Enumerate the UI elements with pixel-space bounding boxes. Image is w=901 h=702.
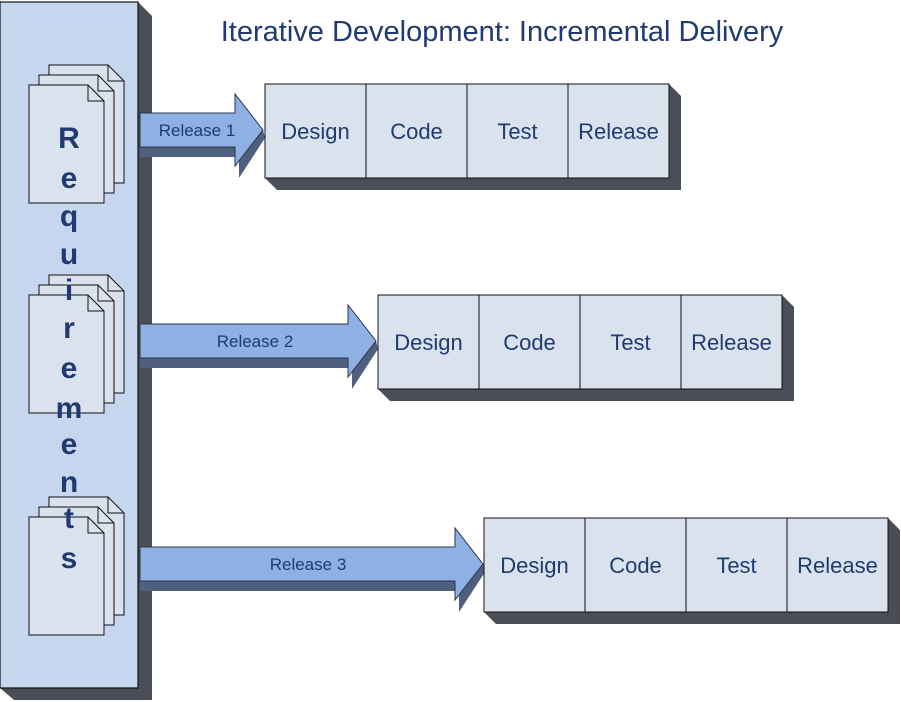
page-fold-icon [87, 85, 104, 102]
page-fold-icon [107, 275, 124, 292]
document-stack-icon [28, 496, 125, 636]
release-arrow-shadow [140, 341, 378, 389]
diagram-title: Iterative Development: Incremental Deliv… [221, 16, 784, 48]
release-row: Release 3 Design Code Test Release [139, 517, 900, 624]
requirements-letter: m [56, 392, 83, 425]
release-row: Release 2 Design Code Test Release [139, 294, 794, 401]
stage-box-release: Release [680, 294, 783, 390]
stage-box-face [685, 517, 788, 613]
requirements-letter: R [58, 122, 80, 155]
release-arrow-shadow [140, 130, 265, 178]
document-page-icon [28, 294, 105, 414]
page-fold-icon [97, 75, 114, 92]
page-fold-icon [97, 507, 114, 524]
document-stacks [28, 64, 125, 636]
requirements-letter: t [64, 502, 74, 535]
stage-label: Code [390, 119, 443, 144]
page-fold-icon [107, 497, 124, 514]
release-arrow-shadow [140, 564, 485, 612]
release-arrow-label: Release 1 [159, 121, 236, 140]
requirements-letter: n [60, 466, 78, 499]
stage-box-test: Test [579, 294, 682, 390]
stage-label: Code [503, 330, 556, 355]
stage-label: Test [610, 330, 650, 355]
stage-box-test: Test [466, 83, 569, 179]
stage-box-face [483, 517, 586, 613]
stage-label: Design [500, 553, 568, 578]
requirements-letter: s [61, 542, 78, 575]
requirements-letter: e [61, 162, 78, 195]
document-page-icon [28, 84, 105, 204]
stage-box-face [579, 294, 682, 390]
stage-box-face [584, 517, 687, 613]
stage-label: Release [578, 119, 659, 144]
stage-label: Release [797, 553, 878, 578]
stage-box-face [377, 294, 480, 390]
release-arrow-icon [139, 92, 264, 168]
stage-box-release: Release [786, 517, 889, 613]
stage-box-design: Design [483, 517, 586, 613]
stage-box-face [264, 83, 367, 179]
requirements-letter: e [61, 352, 78, 385]
requirements-letter: u [60, 238, 78, 271]
stage-box-test: Test [685, 517, 788, 613]
document-stack-icon [28, 274, 125, 414]
stage-box-code: Code [365, 83, 468, 179]
requirements-letter: i [65, 274, 73, 307]
release-arrow-icon [139, 526, 484, 602]
release-arrow-icon [139, 303, 377, 379]
stage-label: Code [609, 553, 662, 578]
stage-box-design: Design [377, 294, 480, 390]
stage-box-design: Design [264, 83, 367, 179]
page-fold-icon [87, 517, 104, 534]
page-fold-icon [97, 285, 114, 302]
stage-box-code: Code [584, 517, 687, 613]
stage-box-face [478, 294, 581, 390]
page-fold-icon [87, 295, 104, 312]
requirements-letter: q [60, 200, 78, 233]
release-arrow-label: Release 3 [270, 555, 347, 574]
stage-label: Design [281, 119, 349, 144]
requirements-letter: e [61, 428, 78, 461]
stage-box-face [786, 517, 889, 613]
stage-label: Release [691, 330, 772, 355]
document-stack-icon [28, 64, 125, 204]
stage-box-face [365, 83, 468, 179]
stage-box-release: Release [567, 83, 670, 179]
stage-label: Test [497, 119, 537, 144]
stage-label: Test [716, 553, 756, 578]
stage-box-face [680, 294, 783, 390]
document-page-icon [28, 516, 105, 636]
stage-box-face [567, 83, 670, 179]
stage-box-code: Code [478, 294, 581, 390]
stage-label: Design [394, 330, 462, 355]
requirements-letter: r [63, 312, 75, 345]
release-arrow-label: Release 2 [217, 332, 294, 351]
page-fold-icon [107, 65, 124, 82]
stage-box-face [466, 83, 569, 179]
release-row: Release 1 Design Code Test Release [139, 83, 681, 190]
